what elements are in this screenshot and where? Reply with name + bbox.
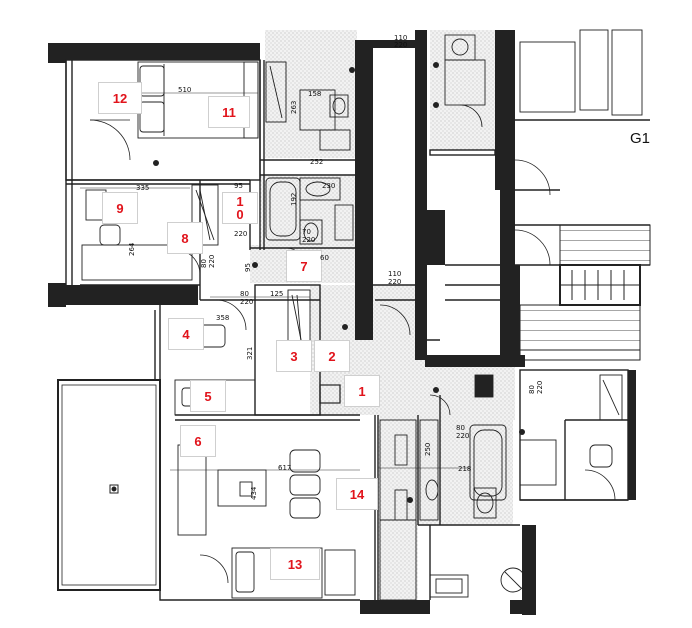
dim-80-a: 80 xyxy=(200,259,208,268)
dim-158: 158 xyxy=(308,90,322,98)
room-tag-7: 7 xyxy=(286,250,322,282)
partition-walls xyxy=(65,59,650,601)
dim-125: 125 xyxy=(270,290,284,298)
column-squares xyxy=(319,384,341,404)
room-tag-2: 2 xyxy=(314,340,350,372)
dimension-lines xyxy=(80,92,470,471)
dim-80-b: 80 xyxy=(240,290,249,298)
room-tag-5: 5 xyxy=(190,380,226,412)
dim-220-b: 220 xyxy=(302,236,316,244)
room-tag-1: 1 xyxy=(344,375,380,407)
stair-core xyxy=(519,224,651,361)
dim-250: 250 xyxy=(424,442,432,456)
block-label: G1 xyxy=(630,130,651,147)
dim-264: 264 xyxy=(128,242,136,256)
dim-220-a: 220 xyxy=(234,230,248,238)
dim-110-a: 110 xyxy=(394,34,408,42)
dim-220-g: 220 xyxy=(456,432,470,440)
dim-80-d: 80 xyxy=(528,385,536,394)
dim-220-d: 220 xyxy=(240,298,254,306)
dim-335: 335 xyxy=(136,184,150,192)
dim-95: 95 xyxy=(234,182,243,190)
dim-321: 321 xyxy=(246,346,254,360)
room-tag-10: 1 0 xyxy=(222,192,258,224)
dim-617: 617 xyxy=(278,464,292,472)
room-tag-12: 12 xyxy=(98,82,142,114)
dim-60: 60 xyxy=(320,254,329,262)
dim-80-c: 80 xyxy=(456,424,465,432)
dim-252: 252 xyxy=(310,158,324,166)
dim-110-b: 110 xyxy=(388,270,402,278)
dim-220-f: 220 xyxy=(388,278,402,286)
room-tag-6: 6 xyxy=(180,425,216,457)
dim-358: 358 xyxy=(216,314,230,322)
dim-510: 510 xyxy=(178,86,192,94)
light-fixtures xyxy=(153,62,525,503)
dim-218: 218 xyxy=(458,465,472,473)
room-tag-11: 11 xyxy=(208,96,250,128)
dim-263: 263 xyxy=(290,100,298,114)
room-tag-4: 4 xyxy=(168,318,204,350)
dim-192: 192 xyxy=(290,192,298,206)
dim-220-h: 220 xyxy=(536,380,544,394)
room-tag-13: 13 xyxy=(270,548,320,580)
dim-70: 70 xyxy=(302,228,311,236)
room-tag-14: 14 xyxy=(336,478,378,510)
dim-220-e: 220 xyxy=(394,41,408,49)
dim-220-c: 220 xyxy=(208,254,216,268)
room-tag-3: 3 xyxy=(276,340,312,372)
balcony xyxy=(57,379,161,591)
dim-95-b: 95 xyxy=(244,263,252,272)
room-tag-9: 9 xyxy=(102,192,138,224)
dim-230: 230 xyxy=(322,182,336,190)
dim-434: 434 xyxy=(250,486,258,500)
room-tag-8: 8 xyxy=(167,222,203,254)
